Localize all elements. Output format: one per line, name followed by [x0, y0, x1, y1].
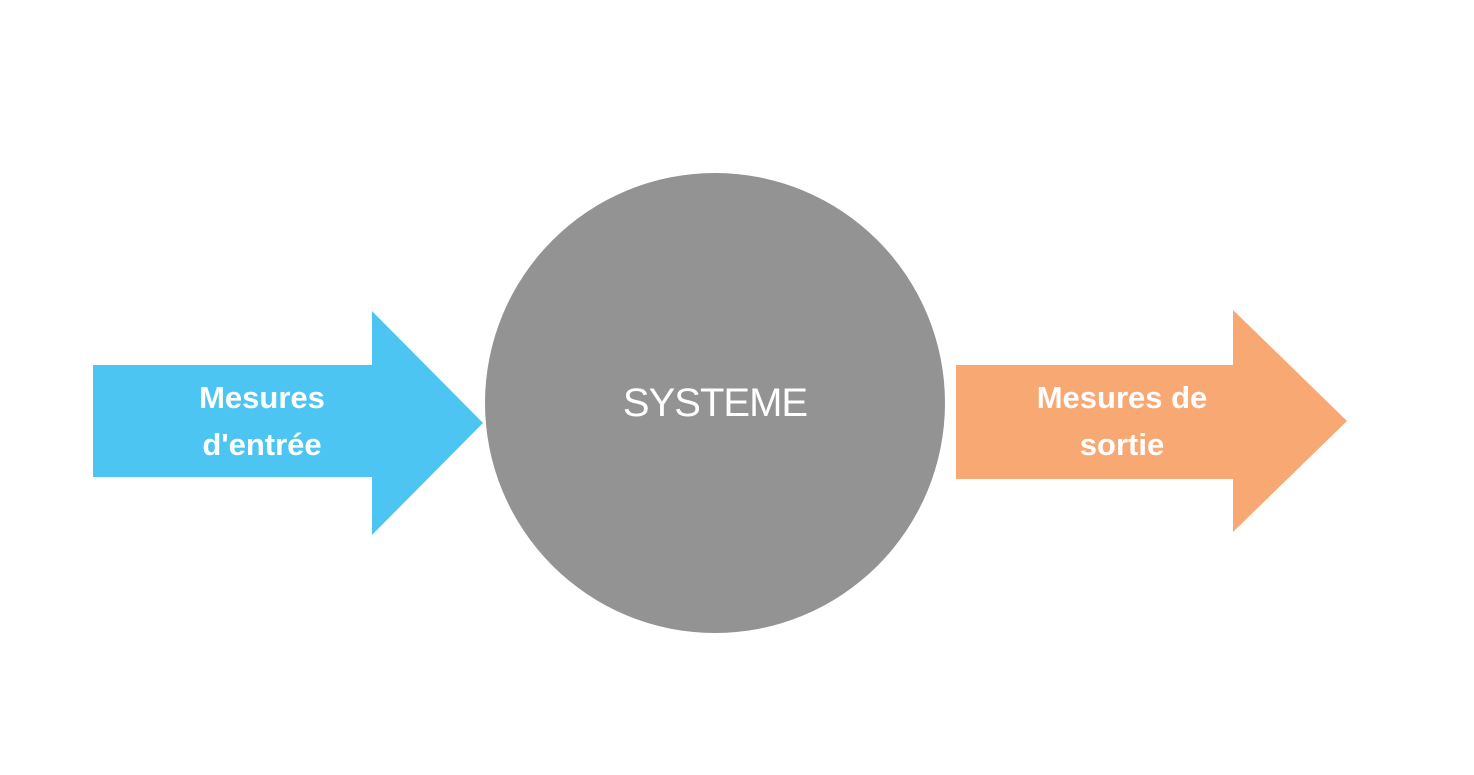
- system-circle: [485, 173, 945, 633]
- system-label: SYSTEME: [622, 381, 808, 425]
- output-arrow-shape: [956, 310, 1347, 532]
- input-arrow-label: Mesures d'entrée: [199, 380, 325, 462]
- output-arrow-label: Mesures de sortie: [1036, 380, 1208, 462]
- input-arrow-shape: [93, 311, 483, 535]
